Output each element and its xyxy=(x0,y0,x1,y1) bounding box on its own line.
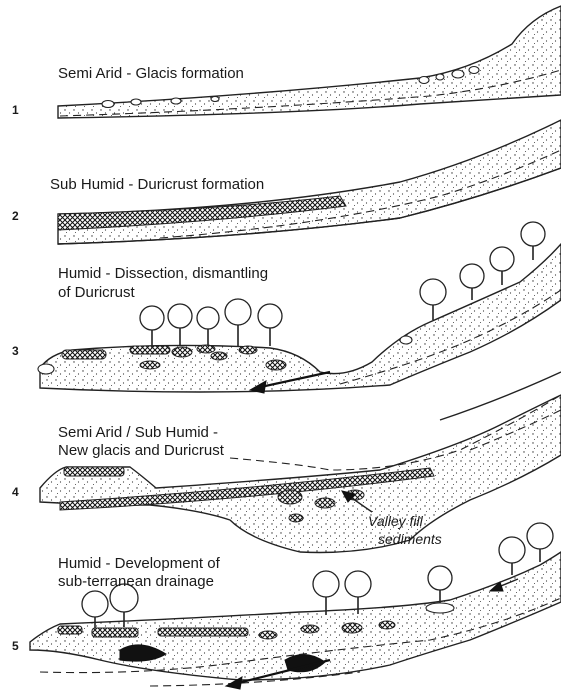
stage-1-label: Semi Arid - Glacis formation xyxy=(58,65,244,82)
tree-icon xyxy=(345,571,371,614)
stage-3-label-line-2: of Duricrust xyxy=(58,284,136,301)
stage-3-trees-left xyxy=(140,299,282,348)
stage-4-section xyxy=(40,372,561,553)
stage-5-label-line-2: sub-terranean drainage xyxy=(58,573,214,590)
stage-3-slope-boulder xyxy=(400,336,412,344)
stage-1-section xyxy=(58,6,561,118)
tree-icon xyxy=(460,264,484,300)
stage-2-number: 2 xyxy=(12,209,19,223)
stage-3-section xyxy=(38,222,561,393)
stage-5-number: 5 xyxy=(12,639,19,653)
stage-3-number: 3 xyxy=(12,344,19,358)
stage-4-old-duricrust-remnant xyxy=(64,467,124,476)
tree-icon xyxy=(499,537,525,575)
stage-5-boulder xyxy=(426,603,454,613)
stage-2-label: Sub Humid - Duricrust formation xyxy=(50,176,264,193)
stage-4-label-line-1: Semi Arid / Sub Humid - xyxy=(58,424,218,441)
tree-icon xyxy=(420,279,446,320)
valley-fill-label-line-2: sediments xyxy=(378,531,442,547)
tree-icon xyxy=(490,247,514,285)
stage-1-number: 1 xyxy=(12,103,19,117)
stage-5-label-line-1: Humid - Development of xyxy=(58,555,221,572)
tree-icon xyxy=(197,307,219,346)
tree-icon xyxy=(521,222,545,260)
tree-icon xyxy=(140,306,164,348)
stage-3-boulder xyxy=(38,364,54,374)
stage-4-label-line-2: New glacis and Duricrust xyxy=(58,442,225,459)
tree-icon xyxy=(428,566,452,603)
stage-4-number: 4 xyxy=(12,485,19,499)
tree-icon xyxy=(168,304,192,346)
tree-icon xyxy=(258,304,282,346)
tree-icon xyxy=(313,571,339,615)
valley-fill-label-line-1: Valley fill xyxy=(368,513,424,529)
stage-3-label-line-1: Humid - Dissection, dismantling xyxy=(58,265,268,282)
tree-icon xyxy=(225,299,251,346)
tree-icon xyxy=(527,523,553,562)
